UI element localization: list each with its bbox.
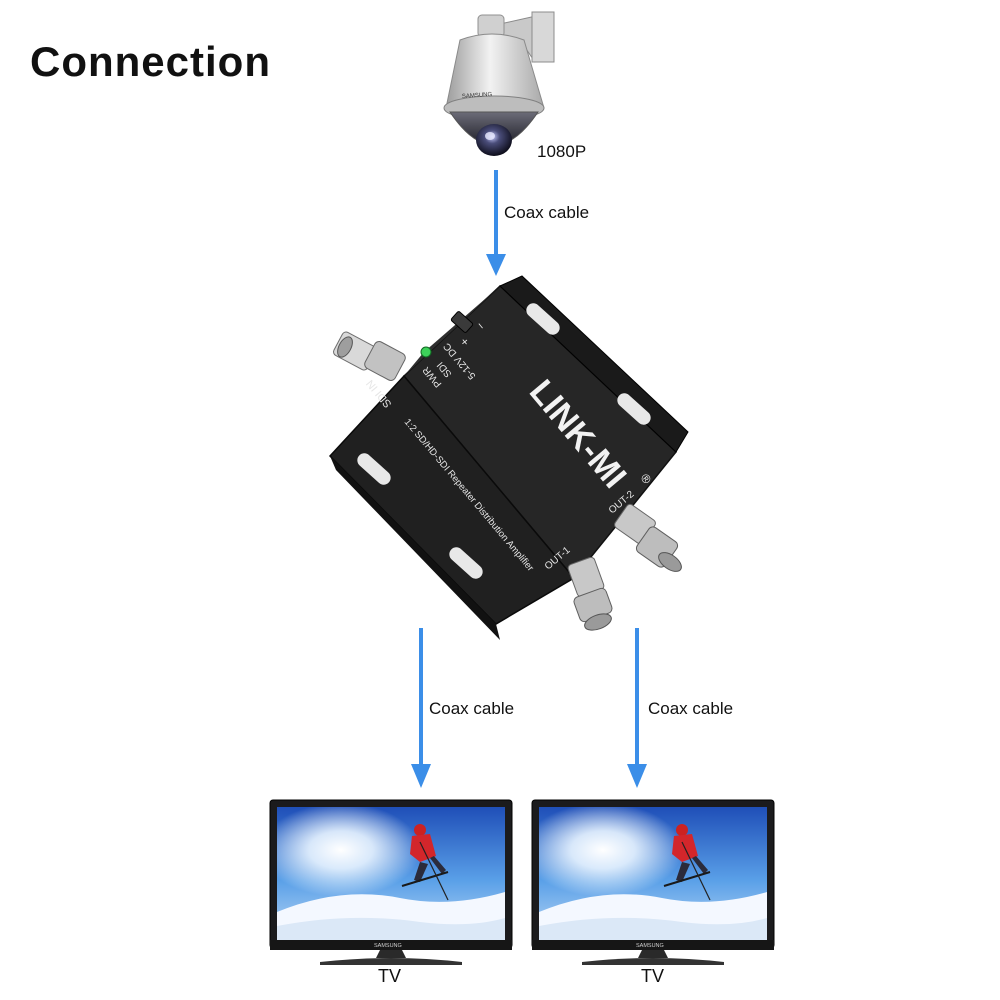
- tv-monitor-icon: SAMSUNG: [269, 799, 513, 965]
- tv1-label: TV: [378, 966, 402, 986]
- sdi-output-2-connector: [614, 503, 682, 572]
- coax-cable-label-right: Coax cable: [648, 699, 734, 718]
- coax-cable-label-left: Coax cable: [429, 699, 515, 718]
- tv1-brand: SAMSUNG: [374, 943, 402, 949]
- tv-monitor-icon: SAMSUNG: [531, 799, 775, 965]
- down-arrow-icon: [627, 628, 647, 788]
- coax-cable-label-top: Coax cable: [504, 203, 590, 222]
- tv2-label: TV: [641, 966, 665, 986]
- down-arrow-icon: [486, 170, 506, 276]
- down-arrow-icon: [411, 628, 431, 788]
- sdi-input-connector: [333, 331, 406, 381]
- page-title: Connection: [30, 38, 271, 85]
- camera-brand: SAMSUNG: [462, 92, 493, 100]
- sdi-output-1-connector: [567, 556, 613, 631]
- camera-resolution-label: 1080P: [537, 142, 587, 161]
- tv2-brand: SAMSUNG: [636, 943, 664, 949]
